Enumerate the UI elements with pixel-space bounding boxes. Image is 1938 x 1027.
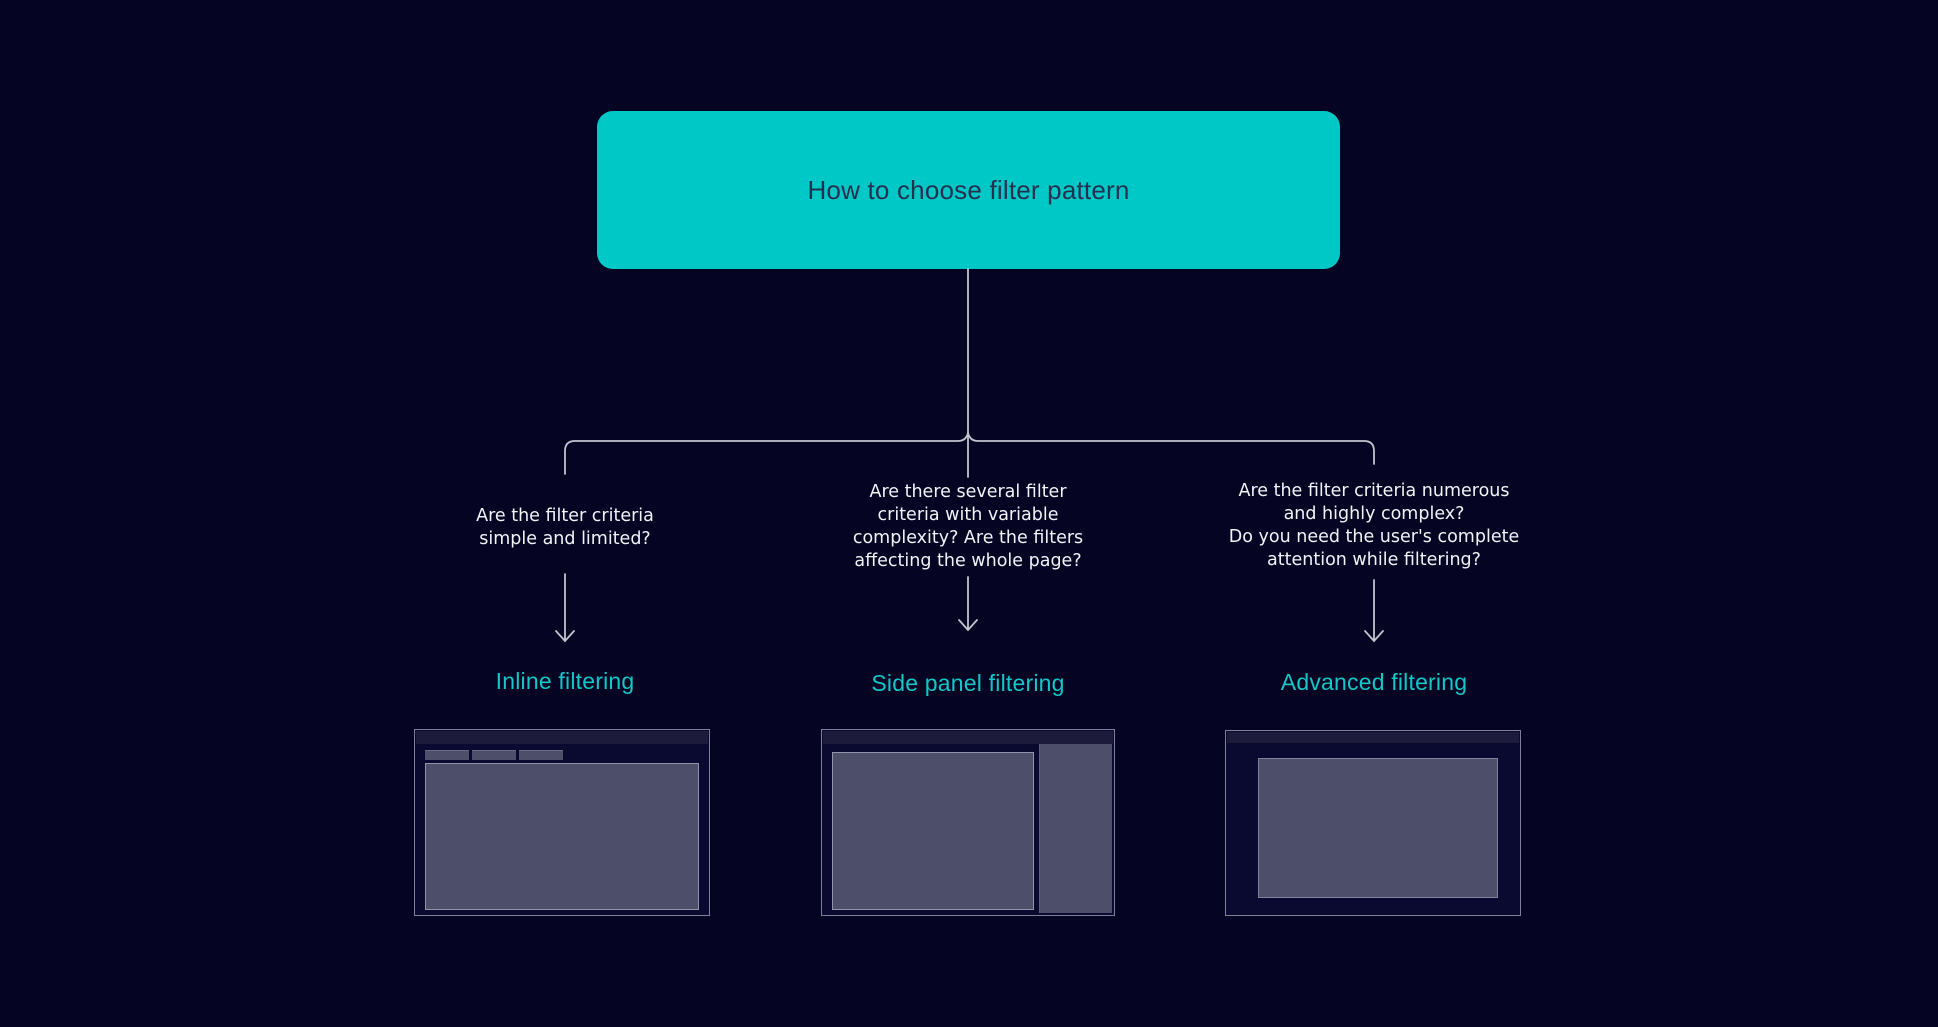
arrow-down-icon [555,573,575,643]
page-title: How to choose filter pattern [807,174,1130,205]
branch-rail [564,432,1375,475]
label-advanced-filtering: Advanced filtering [1280,669,1468,695]
question-line: Are the filter criteria numerous [1238,481,1510,501]
filter-chip [519,750,563,760]
arrow-down-icon [1364,579,1384,643]
filter-chip [425,750,469,760]
preview-advanced-filtering [1225,730,1521,916]
question-line: Are there several filter [869,482,1067,502]
label-inline-filtering: Inline filtering [495,668,635,694]
question-advanced-filtering: Are the filter criteria numerous and hig… [1194,480,1554,572]
preview-modal-dialog [1258,758,1498,898]
preview-toolbar [1227,732,1519,743]
preview-inline-filtering [414,729,710,916]
label-side-panel-filtering: Side panel filtering [871,670,1065,696]
preview-toolbar [823,731,1113,744]
question-line: criteria with variable [877,505,1059,525]
question-inline-filtering: Are the filter criteria simple and limit… [385,505,745,551]
question-line: Do you need the user's complete [1228,527,1520,547]
arrow-down-icon [958,576,978,632]
question-line: affecting the whole page? [854,551,1082,571]
question-line: simple and limited? [479,529,651,549]
preview-content-area [832,752,1034,910]
preview-content-area [425,763,699,910]
preview-side-panel-filtering [821,729,1115,916]
question-side-panel-filtering: Are there several filter criteria with v… [788,481,1148,573]
preview-side-panel [1039,744,1112,913]
filter-chips-row [425,750,563,760]
question-line: attention while filtering? [1267,550,1481,570]
question-line: Are the filter criteria [476,506,654,526]
question-line: complexity? Are the filters [852,528,1084,548]
preview-toolbar [416,731,708,744]
filter-chip [472,750,516,760]
title-card: How to choose filter pattern [597,111,1340,269]
question-line: and highly complex? [1283,504,1465,524]
